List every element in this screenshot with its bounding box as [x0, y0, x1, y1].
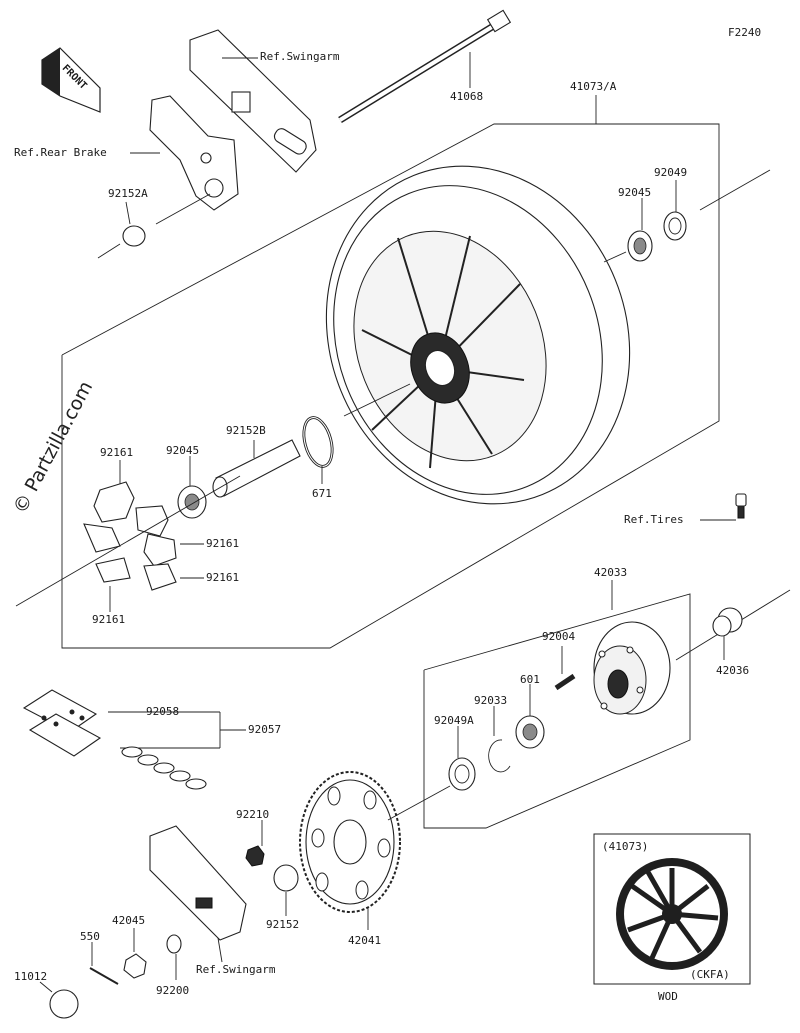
rear-axle: [338, 9, 512, 123]
coupling-hub: [593, 621, 671, 715]
part-92161-top: 92161: [100, 446, 134, 459]
part-42036: 42036: [716, 664, 750, 677]
ref-swingarm-top: Ref.Swingarm: [260, 50, 340, 63]
bearing-92045-left: [177, 456, 207, 519]
part-92210: 92210: [236, 808, 270, 821]
hub-damper-rubbers: [15, 460, 241, 612]
ref-tires: Ref.Tires: [624, 513, 684, 526]
wheel-assembly-outline: [61, 95, 720, 649]
part-92161-mid: 92161: [206, 537, 240, 550]
swingarm-plate-top: [189, 29, 317, 173]
inset-variant-label: (CKFA): [690, 968, 730, 981]
part-671: 671: [312, 487, 332, 500]
part-42033: 42033: [594, 566, 628, 579]
collar-92152a: [97, 193, 211, 259]
rear-sprocket: [299, 771, 451, 930]
part-92200: 92200: [156, 984, 190, 997]
tire-valve: [700, 493, 747, 521]
figure-code: F2240: [728, 26, 761, 39]
wheel-color-inset: [593, 833, 751, 985]
drive-chain: [121, 746, 207, 790]
inset-assy-label: (41073): [602, 840, 649, 853]
oil-seal-92049a: [448, 726, 476, 791]
part-92057: 92057: [248, 723, 282, 736]
part-92049: 92049: [654, 166, 688, 179]
stud-92004: [554, 646, 576, 691]
oil-seal-92049: [663, 180, 687, 241]
cap-11012: [39, 981, 79, 1019]
bearing-92045-right: [627, 198, 653, 262]
axis-line-far-right: [699, 169, 771, 211]
washer-92200: [166, 934, 182, 980]
cotter-pin-550: [89, 942, 119, 985]
part-92161-bottom: 92161: [92, 613, 126, 626]
rear-wheel: [325, 165, 631, 505]
axis-line-right: [603, 251, 627, 263]
circlip-92033: [488, 706, 511, 773]
part-42041: 42041: [348, 934, 382, 947]
collar-92152: [273, 864, 299, 916]
ref-swingarm-bottom: Ref.Swingarm: [196, 963, 276, 976]
part-601: 601: [520, 673, 540, 686]
o-ring-671: [302, 416, 334, 484]
part-41073a: 41073/A: [570, 80, 617, 93]
rear-brake-bracket: [130, 95, 239, 211]
chain-joint-set: [22, 689, 246, 757]
swingarm-plate-bottom: [149, 825, 247, 963]
part-42045: 42045: [112, 914, 146, 927]
collar-92152b: [212, 439, 301, 498]
collar-42036: [712, 607, 743, 660]
adjuster-42045: [123, 928, 147, 979]
part-11012: 11012: [14, 970, 48, 983]
part-550: 550: [80, 930, 100, 943]
part-92152b: 92152B: [226, 424, 266, 437]
nut-92210: [245, 820, 265, 867]
ref-rear-brake: Ref.Rear Brake: [14, 146, 107, 159]
part-92033: 92033: [474, 694, 508, 707]
part-92058: 92058: [146, 705, 180, 718]
bearing-601: [515, 684, 545, 749]
part-41068: 41068: [450, 90, 484, 103]
inset-color-label: WOD: [658, 990, 678, 1003]
front-arrow-icon: FRONT: [41, 47, 101, 113]
part-92045-right: 92045: [618, 186, 652, 199]
part-92045-left: 92045: [166, 444, 200, 457]
part-92152a: 92152A: [108, 187, 148, 200]
part-92152: 92152: [266, 918, 300, 931]
part-92004: 92004: [542, 630, 576, 643]
part-92161-lower: 92161: [206, 571, 240, 584]
part-92049a: 92049A: [434, 714, 474, 727]
